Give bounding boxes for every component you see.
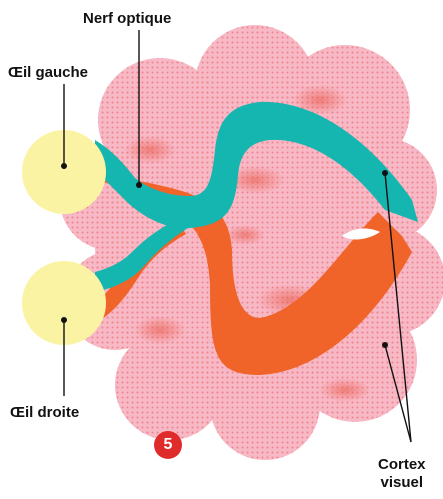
step-number-badge: 5 xyxy=(154,431,182,459)
optic-nerve-label: Nerf optique xyxy=(83,10,171,28)
visual-cortex-label: Cortex visuel xyxy=(378,456,426,492)
left-eye-label: Œil gauche xyxy=(8,64,88,82)
right-eye-label: Œil droite xyxy=(10,404,79,422)
cortex-label-line1: Cortex xyxy=(378,456,426,474)
cortex-label-line2: visuel xyxy=(378,474,426,492)
